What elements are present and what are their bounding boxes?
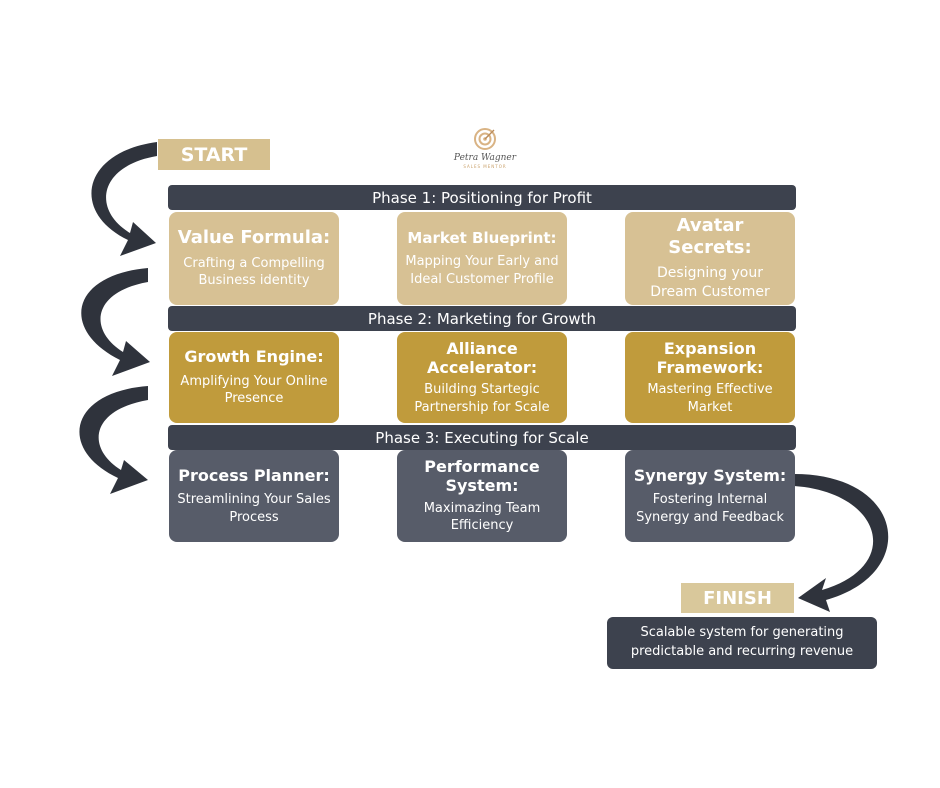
logo-signature: Petra Wagner [453,153,517,163]
flow-arrow-phase1-to-phase2 [81,268,150,376]
flow-arrow-start-to-phase1 [91,142,157,256]
card-growth-engine: Growth Engine: Amplifying Your Online Pr… [169,332,339,423]
card-title: Growth Engine: [184,347,324,367]
card-title: Avatar Secrets: [668,215,752,258]
card-subtitle: Streamlining Your Sales Process [177,492,331,525]
card-title: Expansion Framework: [656,338,764,377]
card-subtitle: Mapping Your Early and Ideal Customer Pr… [405,253,559,287]
target-logo-icon [474,128,496,150]
card-market-blueprint: Market Blueprint: Mapping Your Early and… [397,212,567,305]
phase-3-bar: Phase 3: Executing for Scale [168,425,796,450]
card-avatar-secrets: Avatar Secrets: Designing your Dream Cus… [625,212,795,305]
card-title: Value Formula: [177,227,331,249]
card-subtitle: Designing your Dream Customer [650,265,770,301]
card-title: Process Planner: [178,465,330,485]
card-alliance-accelerator: Alliance Accelerator: Building Startegic… [397,332,567,423]
result-box: Scalable system for generating predictab… [607,617,877,669]
phase-1-bar: Phase 1: Positioning for Profit [168,185,796,210]
phase-2-bar: Phase 2: Marketing for Growth [168,306,796,331]
card-title: Market Blueprint: [407,228,557,247]
card-subtitle: Maximazing Team Efficiency [423,500,541,534]
card-subtitle: Amplifying Your Online Presence [180,373,328,407]
card-subtitle: Crafting a Compelling Business identity [183,255,325,289]
card-synergy-system: Synergy System: Fostering Internal Syner… [625,450,795,542]
card-value-formula: Value Formula: Crafting a Compelling Bus… [169,212,339,305]
card-expansion-framework: Expansion Framework: Mastering Effective… [625,332,795,423]
brand-logo: Petra Wagner SALES MENTOR [452,127,518,179]
finish-label: FINISH [681,583,794,613]
flow-arrow-phase2-to-phase3 [79,386,148,494]
logo-tagline: SALES MENTOR [463,164,507,169]
card-process-planner: Process Planner: Streamlining Your Sales… [169,450,339,542]
card-title: Alliance Accelerator: [427,338,538,377]
start-label: START [158,139,270,170]
card-title: Synergy System: [633,465,787,485]
card-subtitle: Building Startegic Partnership for Scale [414,382,550,415]
card-title: Performance System: [424,457,540,496]
card-performance-system: Performance System: Maximazing Team Effi… [397,450,567,542]
card-subtitle: Mastering Effective Market [647,382,773,415]
flow-arrow-to-finish [794,474,889,612]
card-subtitle: Fostering Internal Synergy and Feedback [636,492,784,525]
